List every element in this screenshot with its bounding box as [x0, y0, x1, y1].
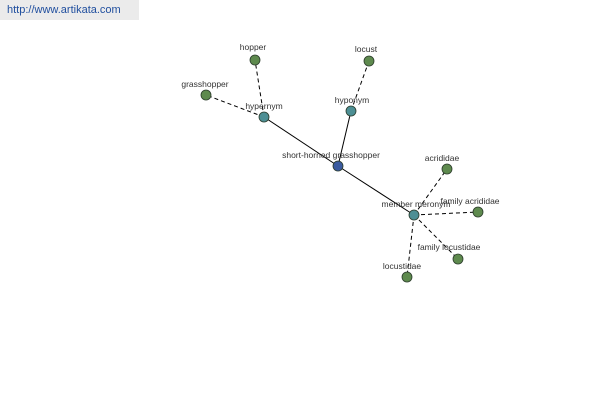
nodes-layer — [200, 54, 484, 283]
edge-center-to-hypernym — [263, 116, 339, 167]
label-term-acrididae: acrididae — [425, 153, 460, 163]
edge-member-meronym-to-locustidae — [406, 214, 415, 278]
label-term-locustidae: locustidae — [383, 261, 422, 271]
edge-hyponym-to-locust — [350, 60, 370, 112]
node-term-hopper[interactable] — [249, 54, 261, 66]
node-term-family-locustidae[interactable] — [452, 253, 464, 265]
node-term-locustidae[interactable] — [401, 271, 413, 283]
edges-layer — [205, 59, 479, 278]
node-term-family-acrididae[interactable] — [472, 206, 484, 218]
label-term-family-locustidae: family locustidae — [418, 242, 481, 252]
node-relation-hyponym[interactable] — [345, 105, 357, 117]
edge-member-meronym-to-family-acrididae — [413, 211, 479, 216]
label-relation-hyponym: hyponym — [335, 95, 370, 105]
edge-center-to-member-meronym — [337, 165, 415, 216]
edge-hypernym-to-grasshopper — [205, 94, 265, 118]
edge-member-meronym-to-acrididae — [413, 168, 448, 216]
label-center: short-horned grasshopper — [282, 150, 380, 160]
edge-center-to-hyponym — [337, 110, 352, 167]
node-term-locust[interactable] — [363, 55, 375, 67]
label-term-locust: locust — [355, 44, 378, 54]
node-relation-member-meronym[interactable] — [408, 209, 420, 221]
site-watermark[interactable]: http://www.artikata.com — [0, 0, 139, 20]
label-term-grasshopper: grasshopper — [181, 79, 228, 89]
node-center[interactable] — [332, 160, 344, 172]
label-relation-hypernym: hypernym — [245, 101, 282, 111]
node-term-acrididae[interactable] — [441, 163, 453, 175]
node-term-grasshopper[interactable] — [200, 89, 212, 101]
edge-hypernym-to-hopper — [254, 59, 265, 118]
labels-layer: short-horned grasshopper hypernym hopper gr… — [181, 42, 499, 271]
label-term-family-acrididae: family acrididae — [440, 196, 499, 206]
edge-member-meronym-to-family-locustidae — [413, 214, 459, 260]
label-relation-member-meronym: member meronym — [382, 199, 451, 209]
node-relation-hypernym[interactable] — [258, 111, 270, 123]
label-term-hopper: hopper — [240, 42, 267, 52]
